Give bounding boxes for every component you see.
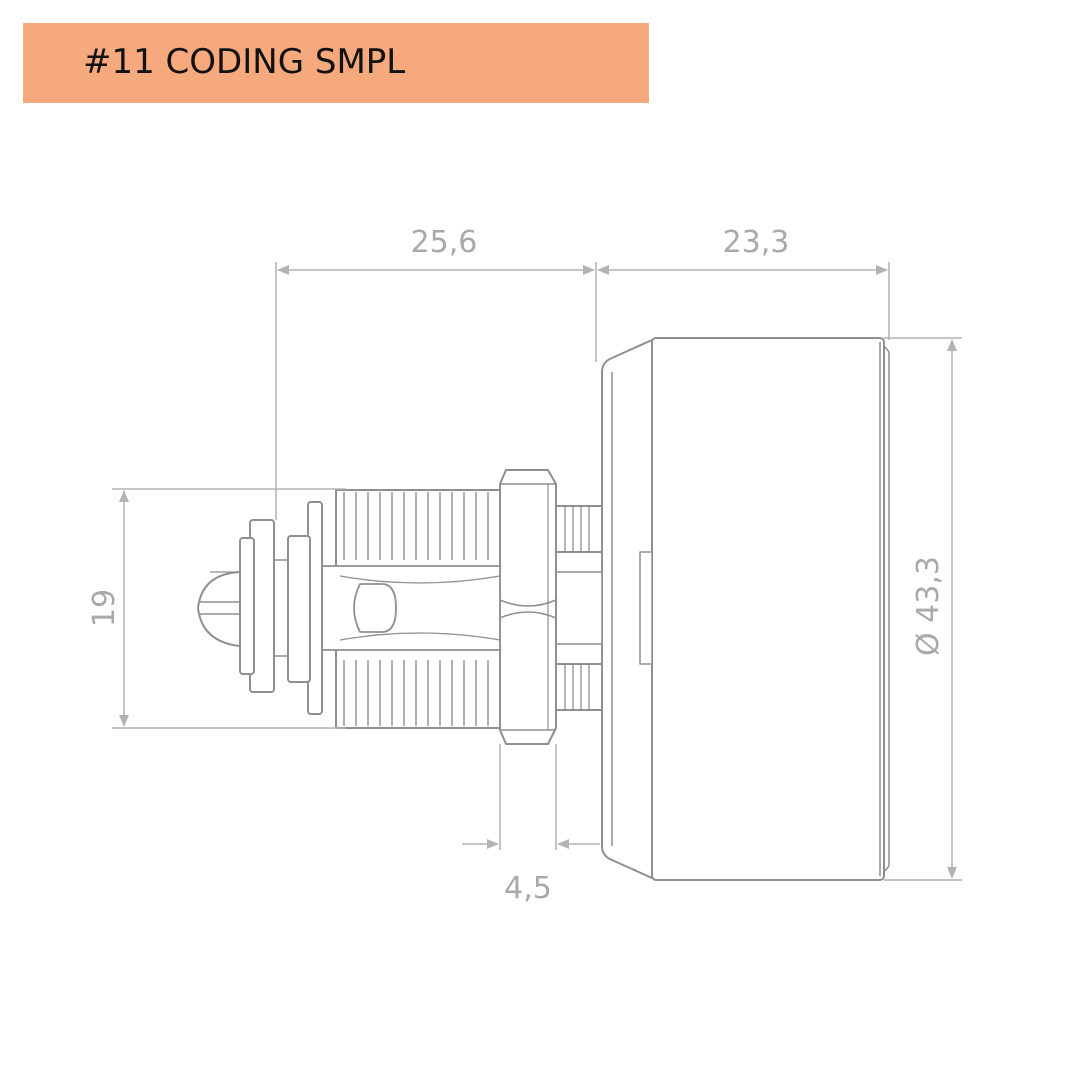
washer-front	[287, 535, 311, 683]
screw-head	[197, 571, 241, 647]
flange	[601, 339, 653, 879]
d-slot	[353, 583, 397, 633]
title-banner: #11 CODING SMPL	[23, 23, 649, 103]
lock-body	[197, 337, 890, 881]
dim-label-height: 19	[87, 589, 122, 627]
housing	[651, 337, 885, 881]
dim-label-nut-thickness: 4,5	[504, 871, 552, 906]
page-title: #11 CODING SMPL	[83, 42, 406, 82]
dimension-lines	[112, 262, 962, 881]
dim-label-shaft-length: 25,6	[411, 225, 478, 260]
thread-stub-top	[555, 505, 603, 553]
dim-label-body-length: 23,3	[723, 225, 790, 260]
thread-stub-bottom	[555, 663, 603, 711]
dim-label-diameter: Ø 43,3	[911, 556, 946, 656]
